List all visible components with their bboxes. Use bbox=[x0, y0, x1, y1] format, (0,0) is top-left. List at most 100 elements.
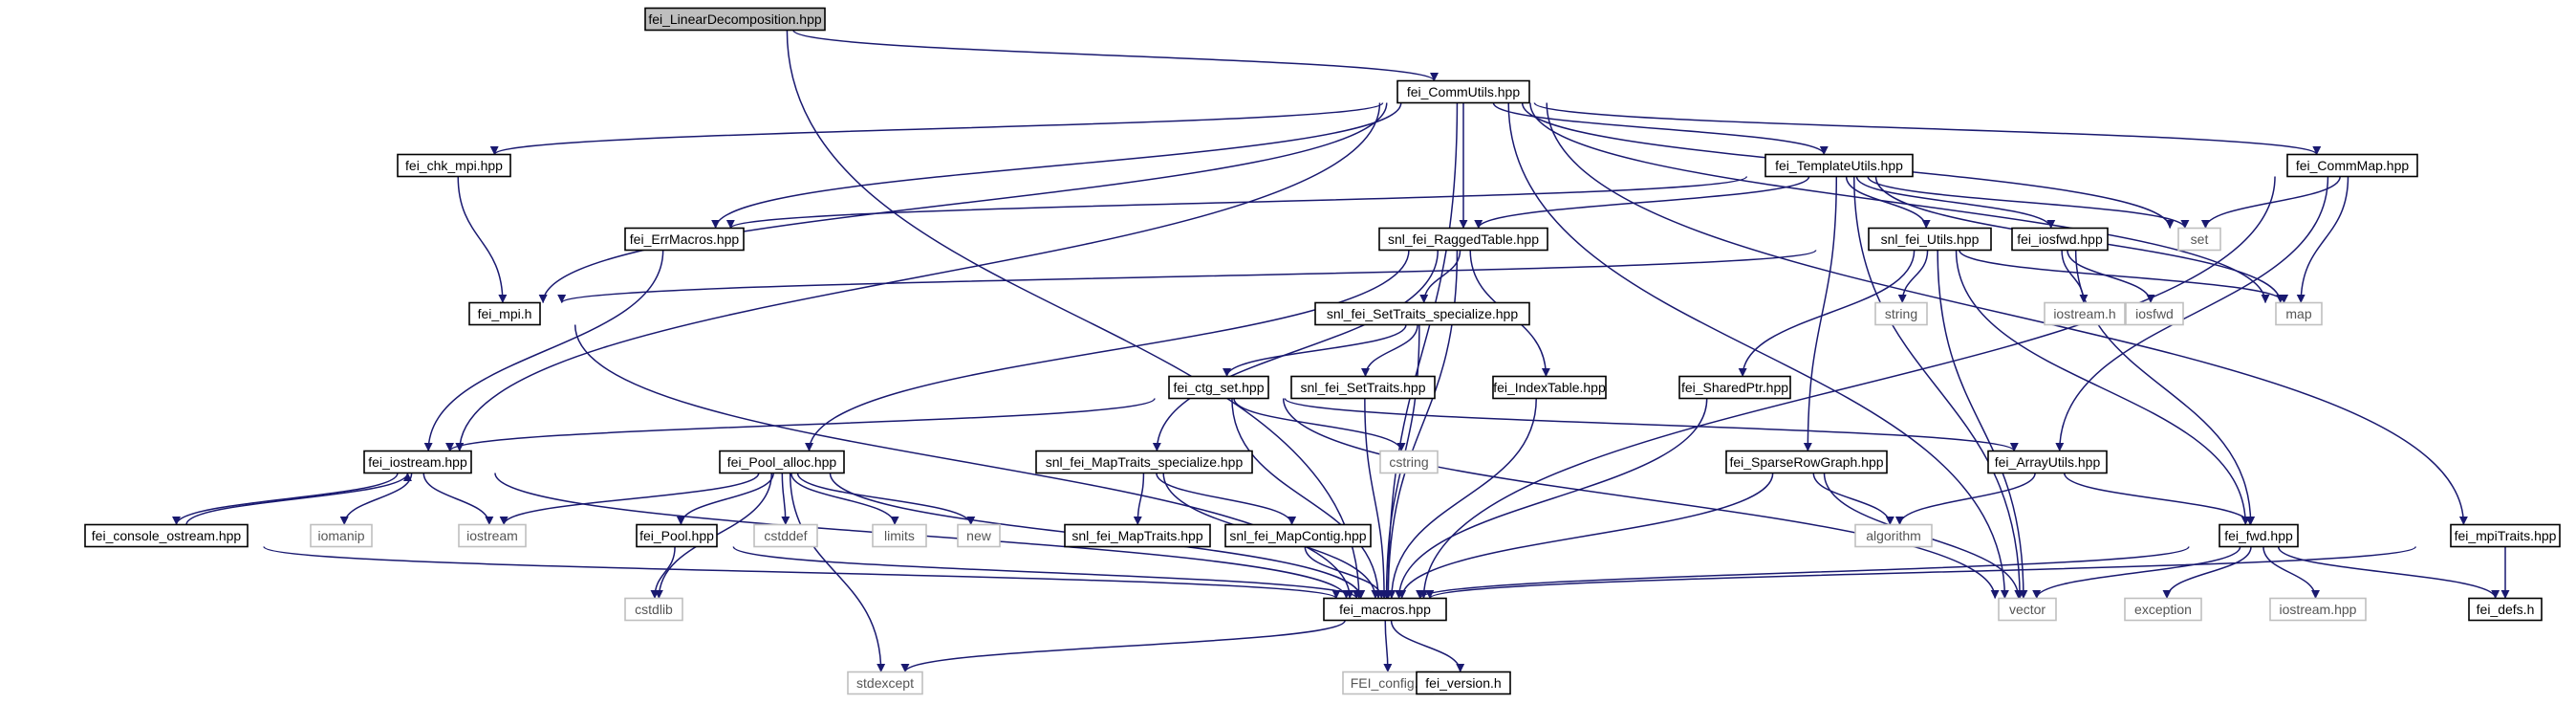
node-box bbox=[468, 301, 541, 326]
node-fei-fwd[interactable]: fei_fwd.hpp bbox=[2219, 523, 2299, 548]
node-box bbox=[1854, 523, 1933, 548]
edge-fei_IndexTable-to-fei_macros bbox=[1387, 398, 1537, 599]
edge-fei_CommUtils-to-fei_CommMap bbox=[1533, 101, 2322, 156]
node-label: iostream.h bbox=[2053, 306, 2115, 321]
edge-fei_iostream-to-iostream bbox=[422, 473, 494, 525]
edge-fei_TemplateUtils-to-set bbox=[1867, 176, 2190, 229]
node-fei-version[interactable]: fei_version.h bbox=[1416, 671, 1511, 695]
node-exception: exception bbox=[2124, 597, 2202, 622]
node-fei-LinearDecomposition[interactable]: fei_LinearDecomposition.hpp bbox=[644, 7, 826, 32]
node-box bbox=[624, 227, 745, 252]
edge-fei_iosfwd-to-iosfwd bbox=[2067, 250, 2155, 303]
node-box bbox=[1224, 523, 1372, 548]
node-snl-fei-MapTraits[interactable]: snl_fei_MapTraits.hpp bbox=[1064, 523, 1211, 548]
node-snl-fei-MapTraits-specialize[interactable]: snl_fei_MapTraits_specialize.hpp bbox=[1035, 450, 1253, 474]
node-fei-defs[interactable]: fei_defs.h bbox=[2468, 597, 2543, 622]
node-box bbox=[1064, 523, 1211, 548]
node-snl-fei-RaggedTable[interactable]: snl_fei_RaggedTable.hpp bbox=[1378, 227, 1548, 252]
edge-fei_CommUtils-to-fei_mpiTraits bbox=[1546, 102, 2468, 525]
node-label: fei_mpi.h bbox=[478, 306, 532, 321]
node-iostream-h: iostream.h bbox=[2044, 301, 2126, 326]
node-box bbox=[1764, 153, 1914, 178]
edge-fei_console_ostream-to-fei_macros bbox=[263, 545, 1341, 600]
node-box bbox=[2219, 523, 2299, 548]
node-fei-SparseRowGraph[interactable]: fei_SparseRowGraph.hpp bbox=[1725, 450, 1888, 474]
node-fei-CommMap[interactable]: fei_CommMap.hpp bbox=[2286, 153, 2418, 178]
node-fei-console-ostream[interactable]: fei_console_ostream.hpp bbox=[84, 523, 249, 548]
node-label: string bbox=[1885, 306, 1917, 321]
node-label: fei_ArrayUtils.hpp bbox=[1995, 454, 2101, 470]
edge-fei_ArrayUtils-to-algorithm bbox=[1894, 473, 2036, 525]
node-snl-fei-SetTraits[interactable]: snl_fei_SetTraits.hpp bbox=[1290, 375, 1436, 400]
edge-fei_Pool_alloc-to-fei_Pool bbox=[676, 473, 774, 525]
node-label: snl_fei_MapTraits_specialize.hpp bbox=[1046, 454, 1244, 470]
node-fei-macros[interactable]: fei_macros.hpp bbox=[1323, 597, 1447, 622]
node-label: snl_fei_SetTraits.hpp bbox=[1301, 380, 1426, 395]
node-fei-Pool[interactable]: fei_Pool.hpp bbox=[636, 523, 718, 548]
node-box bbox=[2468, 597, 2543, 622]
node-label: fei_ErrMacros.hpp bbox=[630, 231, 740, 247]
node-snl-fei-MapContig[interactable]: snl_fei_MapContig.hpp bbox=[1224, 523, 1372, 548]
node-fei-mpiTraits[interactable]: fei_mpiTraits.hpp bbox=[2450, 523, 2561, 548]
edge-fei_iostream-to-fei_console_ostream bbox=[172, 473, 399, 525]
edge-fei_TemplateUtils-to-vector bbox=[1853, 176, 2024, 599]
node-box bbox=[624, 597, 683, 622]
edge-fei_fwd-to-exception bbox=[2162, 546, 2252, 599]
node-fei-TemplateUtils[interactable]: fei_TemplateUtils.hpp bbox=[1764, 153, 1914, 178]
edge-fei_console_ostream-to-fei_iostream bbox=[185, 473, 412, 525]
node-label: fei_console_ostream.hpp bbox=[92, 528, 242, 543]
edge-fei_CommMap-to-set bbox=[2200, 176, 2341, 229]
node-fei-chk-mpi[interactable]: fei_chk_mpi.hpp bbox=[397, 153, 511, 178]
node-label: iostream bbox=[466, 528, 518, 543]
edge-fei_fwd-to-fei_defs bbox=[2277, 546, 2500, 599]
node-label: fei_LinearDecomposition.hpp bbox=[648, 11, 822, 27]
edge-fei_ctg_set-to-cstring bbox=[1233, 398, 1406, 451]
edge-fei_Pool_alloc-to-cstddef bbox=[781, 473, 790, 525]
node-cstring: cstring bbox=[1379, 450, 1439, 474]
node-box bbox=[1678, 375, 1791, 400]
edge-fei_CommUtils-to-vector bbox=[1507, 102, 2009, 599]
node-fei-Pool-alloc[interactable]: fei_Pool_alloc.hpp bbox=[719, 450, 845, 474]
node-box bbox=[1416, 671, 1511, 695]
node-box bbox=[1987, 450, 2108, 474]
node-fei-ErrMacros[interactable]: fei_ErrMacros.hpp bbox=[624, 227, 745, 252]
node-label: iosfwd bbox=[2135, 306, 2174, 321]
edge-fei_fwd-to-iostream_hpp bbox=[2262, 546, 2321, 599]
edge-fei_CommMap-to-fei_macros bbox=[1419, 176, 2276, 599]
node-box bbox=[1725, 450, 1888, 474]
node-box bbox=[872, 523, 927, 548]
node-limits: limits bbox=[872, 523, 927, 548]
edge-snl_fei_MapTraits_specialize-to-snl_fei_MapContig bbox=[1156, 473, 1297, 525]
node-fei-IndexTable[interactable]: fei_IndexTable.hpp bbox=[1492, 375, 1607, 400]
node-label: fei_iostream.hpp bbox=[368, 454, 467, 470]
node-label: cstddef bbox=[764, 528, 807, 543]
edge-snl_fei_RaggedTable-to-snl_fei_MapTraits_specialize bbox=[1152, 250, 1440, 451]
edge-fei_SparseRowGraph-to-fei_macros bbox=[1397, 473, 1774, 599]
node-label: fei_CommMap.hpp bbox=[2296, 158, 2409, 173]
node-box bbox=[1492, 375, 1607, 400]
node-fei-iostream[interactable]: fei_iostream.hpp bbox=[363, 450, 472, 474]
node-fei-SharedPtr[interactable]: fei_SharedPtr.hpp bbox=[1678, 375, 1791, 400]
edge-snl_fei_SetTraits-to-fei_macros bbox=[1364, 398, 1389, 599]
node-FEI-config: FEI_config.h bbox=[1342, 671, 1434, 695]
node-fei-CommUtils[interactable]: fei_CommUtils.hpp bbox=[1396, 79, 1530, 104]
node-fei-iosfwd[interactable]: fei_iosfwd.hpp bbox=[2011, 227, 2109, 252]
node-fei-ArrayUtils[interactable]: fei_ArrayUtils.hpp bbox=[1987, 450, 2108, 474]
node-box bbox=[753, 523, 818, 548]
node-snl-fei-SetTraits-specialize[interactable]: snl_fei_SetTraits_specialize.hpp bbox=[1314, 301, 1530, 326]
node-box bbox=[719, 450, 845, 474]
node-snl-fei-Utils[interactable]: snl_fei_Utils.hpp bbox=[1868, 227, 1992, 252]
edge-snl_fei_Utils-to-string bbox=[1897, 250, 1929, 303]
node-label: snl_fei_RaggedTable.hpp bbox=[1388, 231, 1539, 247]
node-stdexcept: stdexcept bbox=[847, 671, 923, 695]
node-box bbox=[957, 523, 1001, 548]
node-fei-ctg-set[interactable]: fei_ctg_set.hpp bbox=[1168, 375, 1269, 400]
node-label: fei_iosfwd.hpp bbox=[2017, 231, 2103, 247]
node-label: iostream.hpp bbox=[2280, 602, 2357, 617]
node-label: snl_fei_Utils.hpp bbox=[1881, 231, 1980, 247]
node-set: set bbox=[2177, 227, 2221, 252]
node-fei-mpi[interactable]: fei_mpi.h bbox=[468, 301, 541, 326]
edge-fei_ctg_set-to-fei_ArrayUtils bbox=[1284, 397, 2019, 452]
edge-fei_Pool-to-fei_macros bbox=[732, 545, 1361, 600]
node-label: algorithm bbox=[1866, 528, 1921, 543]
